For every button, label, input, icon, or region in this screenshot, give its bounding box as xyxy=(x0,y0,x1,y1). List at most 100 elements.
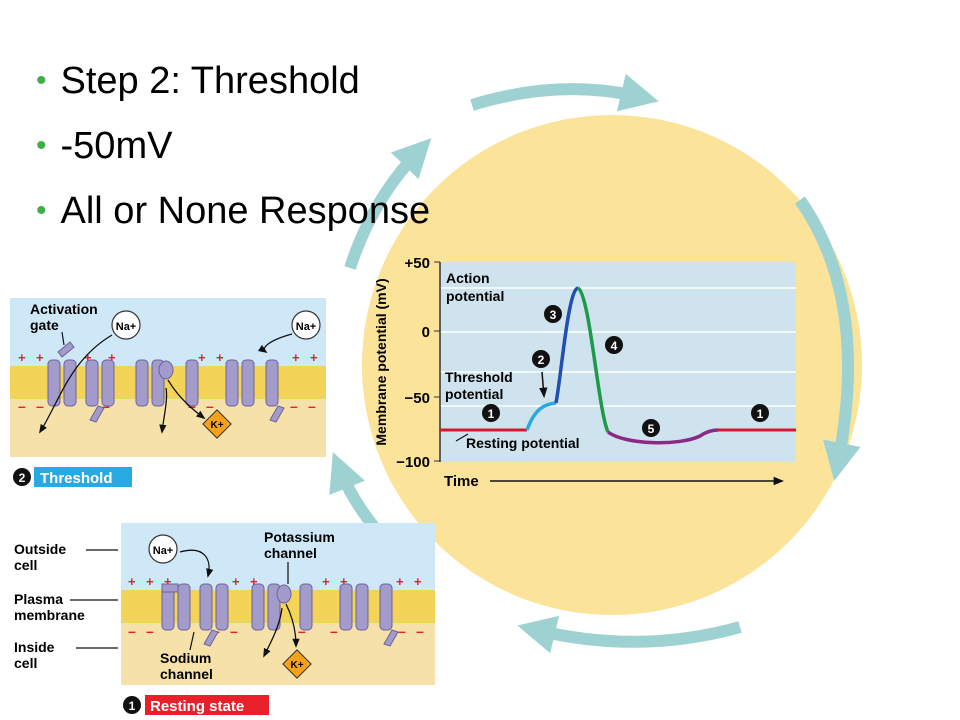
bullet-item: •All or None Response xyxy=(36,180,430,245)
sodium-ion xyxy=(148,534,178,564)
bullet-text: -50mV xyxy=(60,125,173,167)
sodium-ion-label: Na+ xyxy=(116,321,137,333)
potassium-channel-label: Potassium xyxy=(264,529,335,545)
sodium-channel-subunit xyxy=(215,583,229,631)
sodium-channel-label: channel xyxy=(160,666,213,682)
threshold-curve xyxy=(525,401,557,431)
threshold-membrane-panel: ++++++++ ––––––– Na+ Na+ K+ xyxy=(10,298,326,487)
sodium-ion-label: Na+ xyxy=(153,545,174,557)
sodium-channel-subunit xyxy=(241,359,255,407)
bullet-dot: • xyxy=(36,194,47,227)
sodium-influx-arrow xyxy=(257,333,293,354)
svg-text:–: – xyxy=(36,398,44,414)
sodium-ion xyxy=(111,310,141,340)
potassium-channel-label: channel xyxy=(264,545,317,561)
sodium-channel-subunit xyxy=(101,359,115,407)
y-tick-label: −100 xyxy=(396,454,430,471)
sodium-arrow xyxy=(179,549,214,578)
potassium-ion-label: K+ xyxy=(210,420,223,431)
inside-cell-label: cell xyxy=(14,655,37,671)
threshold-caption: Threshold xyxy=(40,470,113,487)
positive-charges: ++++++++ xyxy=(18,350,318,365)
svg-text:–: – xyxy=(298,623,306,639)
outside-cell-label: cell xyxy=(14,557,37,573)
resting-caption: Resting state xyxy=(150,698,244,715)
potassium-efflux-arrow xyxy=(167,379,206,420)
activation-gate-label: gate xyxy=(30,317,59,333)
svg-text:+: + xyxy=(396,574,404,589)
sodium-channel-leader xyxy=(189,631,195,651)
svg-text:–: – xyxy=(416,623,424,639)
sodium-channel-subunit xyxy=(199,583,213,631)
potassium-channel-subunit xyxy=(299,583,313,631)
ion-movement-arrow xyxy=(263,607,283,658)
step-number: 1 xyxy=(488,407,495,421)
repolarization-curve xyxy=(576,286,610,433)
svg-text:–: – xyxy=(128,623,136,639)
step-number: 5 xyxy=(648,422,655,436)
potassium-gate xyxy=(276,584,292,604)
membrane-channels xyxy=(161,583,399,647)
step-marker-2 xyxy=(532,350,550,368)
svg-text:+: + xyxy=(292,350,300,365)
svg-text:–: – xyxy=(230,623,238,639)
step-number: 1 xyxy=(757,407,764,421)
potassium-channel-subunit xyxy=(135,359,149,407)
y-tick-label: +50 xyxy=(405,255,430,272)
potassium-arrow xyxy=(285,603,300,648)
action-potential-label: Action xyxy=(446,270,490,286)
sodium-influx-arrow xyxy=(39,334,113,434)
action-potential-label: potential xyxy=(446,288,504,304)
step-marker-1 xyxy=(123,696,141,714)
step-marker-3 xyxy=(544,305,562,323)
bullet-item: •Step 2: Threshold xyxy=(36,50,430,115)
svg-text:+: + xyxy=(232,574,240,589)
activation-gate xyxy=(57,341,75,358)
svg-text:–: – xyxy=(146,623,154,639)
svg-text:–: – xyxy=(206,398,214,414)
svg-text:–: – xyxy=(330,623,338,639)
potassium-channel-subunit xyxy=(251,583,265,631)
cycle-arrow-left xyxy=(329,452,383,536)
x-axis-label: Time xyxy=(444,473,479,490)
cycle-arrow-right xyxy=(795,196,861,481)
panel-inside-region xyxy=(121,624,435,685)
resting-label-leader xyxy=(455,433,469,442)
svg-text:+: + xyxy=(36,350,44,365)
step-marker-2 xyxy=(13,468,31,486)
svg-text:–: – xyxy=(308,398,316,414)
hyperpolarization-curve xyxy=(606,428,719,445)
potassium-ion-label: K+ xyxy=(290,660,303,671)
step-number: 3 xyxy=(550,308,557,322)
plasma-membrane-label: Plasma xyxy=(14,591,63,607)
svg-text:+: + xyxy=(198,350,206,365)
svg-text:+: + xyxy=(108,350,116,365)
svg-text:–: – xyxy=(398,623,406,639)
bullet-list: •Step 2: Threshold •-50mV •All or None R… xyxy=(36,50,430,245)
sodium-channel-subunit xyxy=(339,583,353,631)
cycle-arrow-top xyxy=(470,73,659,112)
sodium-channel-subunit xyxy=(177,583,191,631)
activation-gate-label: Activation xyxy=(30,301,98,317)
bullet-text: Step 2: Threshold xyxy=(60,60,360,102)
sodium-channel-subunit xyxy=(355,583,369,631)
step-marker-1-return xyxy=(751,404,769,422)
svg-text:+: + xyxy=(250,574,258,589)
sodium-channel-subunit xyxy=(85,359,99,407)
step-number: 4 xyxy=(611,339,618,353)
svg-text:–: – xyxy=(290,398,298,414)
sodium-ion-label: Na+ xyxy=(296,321,317,333)
outside-cell-label: Outside xyxy=(14,541,66,557)
svg-text:+: + xyxy=(322,574,330,589)
threshold-pointer-arrow xyxy=(539,371,548,399)
inactivation-gate xyxy=(269,405,285,423)
y-tick-label: 0 xyxy=(422,324,430,341)
bullet-dot: • xyxy=(36,129,47,162)
svg-text:+: + xyxy=(340,574,348,589)
resting-membrane-panel: +++++++++ –––––––– Na+ K+ xyxy=(14,523,435,715)
potassium-gate xyxy=(158,360,174,380)
svg-text:+: + xyxy=(216,350,224,365)
inside-cell-label: Inside xyxy=(14,639,55,655)
threshold-potential-label: Threshold xyxy=(445,369,513,385)
sodium-channel-subunit xyxy=(63,359,77,407)
